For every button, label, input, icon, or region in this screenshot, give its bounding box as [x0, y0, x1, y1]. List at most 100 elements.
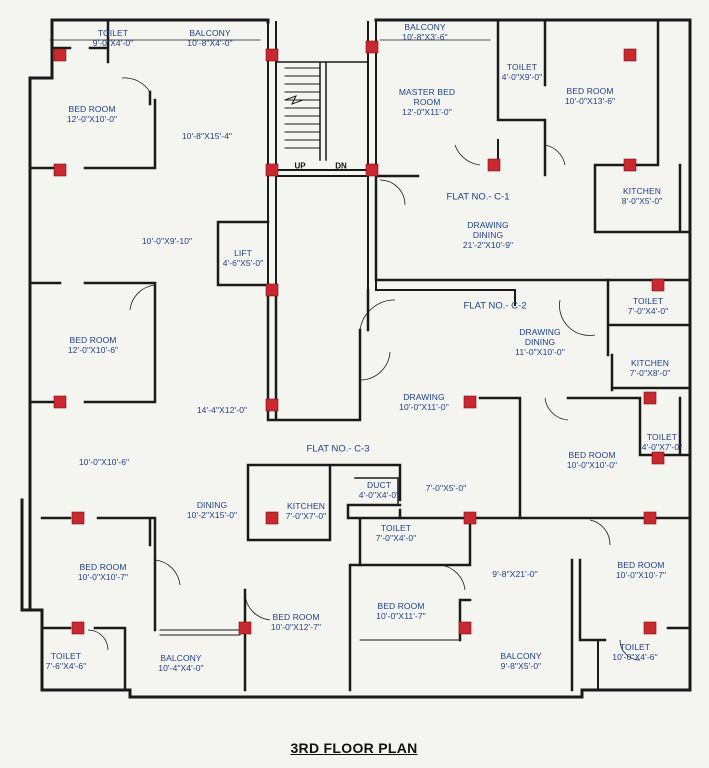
room-label: 14'-4"X12'-0": [197, 405, 247, 415]
flat-label-c2: FLAT NO.- C-2: [463, 300, 527, 312]
room-name: BALCONY: [404, 22, 446, 32]
room-size: 8'-0"X5'-0": [621, 196, 663, 206]
room-name: BED ROOM: [617, 560, 665, 570]
room-name: DUCT: [366, 480, 391, 490]
column-marker: [265, 163, 279, 177]
room-size: 14'-4"X12'-0": [196, 405, 248, 415]
column-marker: [53, 395, 67, 409]
room-label: 7'-0"X5'-0": [426, 483, 467, 493]
room-size: 10'-8"X15'-4": [181, 131, 233, 141]
room-name: BED ROOM: [79, 562, 127, 572]
room-size: 10'-0"X11'-0": [399, 402, 449, 412]
flat-label-c1: FLAT NO.- C-1: [446, 191, 510, 203]
room-size: 12'-0"X10'-6": [67, 345, 119, 355]
column-marker: [458, 621, 472, 635]
room-size: 10'-0"X11'-7": [376, 611, 426, 621]
room-name: BALCONY: [160, 653, 202, 663]
room-size: 10'-0"X4'-6": [612, 652, 658, 662]
room-name: TOILET: [646, 432, 678, 442]
room-name: LIFT: [234, 248, 252, 258]
room-size: 9'-0"X4'-0": [92, 38, 134, 48]
room-size: 10'-0"X12'-7": [270, 622, 322, 632]
room-size: 4'-0"X9'-0": [501, 72, 543, 82]
stair-down-label: DN: [335, 161, 347, 171]
room-size: 10'-0"X10'-0": [566, 460, 618, 470]
room-name: TOILET: [97, 28, 129, 38]
column-marker: [623, 48, 637, 62]
room-size: 10'-8"X3'-6": [402, 32, 448, 42]
column-marker: [265, 48, 279, 62]
room-size: 9'-8"X21'-0": [492, 569, 538, 579]
room-name: BED ROOM: [68, 104, 116, 114]
flat-label-c3: FLAT NO.- C-3: [306, 443, 370, 455]
room-size: 7'-0"X4'-0": [375, 533, 417, 543]
room-size: 4'-0"X7'-0": [641, 442, 683, 452]
room-size: 4'-0"X4'-0": [358, 490, 400, 500]
column-marker: [265, 398, 279, 412]
column-marker: [643, 621, 657, 635]
column-marker: [53, 163, 67, 177]
room-name: KITCHEN: [630, 358, 669, 368]
room-size: 10'-4"X4'-0": [158, 663, 204, 673]
room-size: 12'-0"X11'-0": [402, 107, 452, 117]
room-size: 7'-0"X5'-0": [425, 483, 467, 493]
room-name: BALCONY: [189, 28, 231, 38]
room-size: 10'-0"X10'-7": [615, 570, 667, 580]
room-size: 10'-0"X9'-10": [141, 236, 193, 246]
column-marker: [643, 511, 657, 525]
room-size: 7'-0"X4'-0": [627, 306, 669, 316]
room-size: 7'-6"X4'-6": [45, 661, 87, 671]
column-marker: [651, 278, 665, 292]
room-name: KITCHEN: [622, 186, 661, 196]
room-name: TOILET: [380, 523, 412, 533]
column-marker: [365, 163, 379, 177]
column-marker: [651, 451, 665, 465]
room-size: 10'-0"X13'-6": [564, 96, 616, 106]
room-name: TOILET: [632, 296, 664, 306]
room-label: 10'-8"X15'-4": [182, 131, 232, 141]
room-name: MASTER BED ROOM: [398, 87, 456, 107]
room-name: KITCHEN: [286, 501, 325, 511]
room-name: BED ROOM: [377, 601, 425, 611]
column-marker: [463, 511, 477, 525]
column-marker: [643, 391, 657, 405]
room-size: 11'-0"X10'-0": [515, 347, 565, 357]
room-label: 10'-0"X10'-6": [79, 457, 129, 467]
drawing-title: 3RD FLOOR PLAN: [290, 740, 418, 756]
column-marker: [265, 511, 279, 525]
room-size: 7'-0"X7'-0": [285, 511, 327, 521]
door-swings: [87, 77, 641, 661]
room-size: 4'-6"X5'-0": [222, 258, 264, 268]
room-size: 10'-2"X15'-0": [186, 510, 238, 520]
column-marker: [365, 40, 379, 54]
room-size: 12'-0"X10'-0": [66, 114, 118, 124]
room-name: BALCONY: [500, 651, 542, 661]
room-name: DRAWING DINING: [519, 327, 561, 347]
room-size: 21'-2"X10'-9": [462, 240, 514, 250]
room-name: BED ROOM: [69, 335, 117, 345]
walls: [20, 18, 692, 699]
room-name: TOILET: [506, 62, 538, 72]
room-name: BED ROOM: [566, 86, 614, 96]
